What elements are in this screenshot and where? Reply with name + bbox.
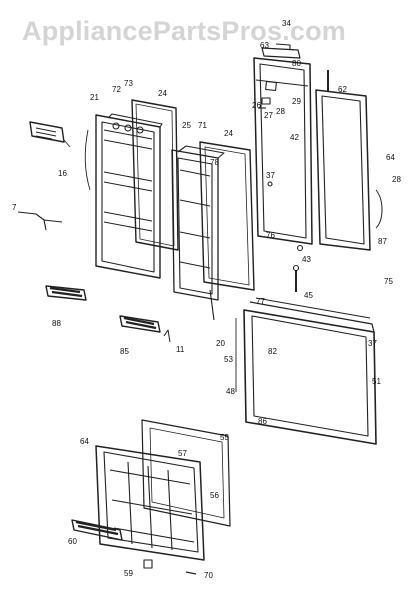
trim-strip-parts <box>45 285 171 343</box>
callout-51: 51 <box>372 377 381 386</box>
callout-45: 45 <box>304 291 313 300</box>
callout-53: 53 <box>224 355 233 364</box>
callout-76: 76 <box>266 231 275 240</box>
callout-82: 82 <box>268 347 277 356</box>
freezer-door-liner <box>84 113 163 279</box>
callout-59: 59 <box>124 569 133 578</box>
callout-37: 37 <box>266 171 275 180</box>
callout-60: 60 <box>68 537 77 546</box>
hinge-hardware-parts <box>258 97 304 292</box>
wire-clip-part <box>17 211 63 231</box>
door-shelf-frame <box>171 145 225 301</box>
callout-43: 43 <box>302 255 311 264</box>
callout-21: 21 <box>90 93 99 102</box>
callout-25: 25 <box>182 121 191 130</box>
callout-29: 29 <box>292 97 301 106</box>
callout-85: 85 <box>120 347 129 356</box>
callout-71: 71 <box>198 121 207 130</box>
door-handle-top <box>261 43 301 59</box>
callout-24b: 24 <box>224 129 233 138</box>
freezer-door-outer-panel <box>253 57 313 245</box>
callout-64b: 64 <box>80 437 89 446</box>
callout-56: 56 <box>210 491 219 500</box>
crisper-drawer-assembly <box>71 419 231 575</box>
callout-20: 20 <box>216 339 225 348</box>
refrigerator-door-outer <box>315 70 383 251</box>
callout-87: 87 <box>378 237 387 246</box>
callout-26: 26 <box>252 101 261 110</box>
callout-42: 42 <box>290 133 299 142</box>
callout-57: 57 <box>178 449 187 458</box>
callout-27: 27 <box>264 111 273 120</box>
callout-73: 73 <box>124 79 133 88</box>
callout-28: 28 <box>276 107 285 116</box>
callout-labels: 7 16 21 72 73 24 25 71 78 24 34 63 80 62… <box>12 19 401 580</box>
callout-72: 72 <box>112 85 121 94</box>
callout-37b: 37 <box>368 339 377 348</box>
fresh-food-door <box>235 297 377 445</box>
callout-34: 34 <box>282 19 291 28</box>
callout-63: 63 <box>260 41 269 50</box>
label-plate-part <box>29 121 71 148</box>
site-watermark: AppliancePartsPros.com <box>22 16 347 46</box>
callout-78: 78 <box>210 158 219 167</box>
callout-77: 77 <box>256 297 265 306</box>
callout-48: 48 <box>226 387 235 396</box>
callout-7: 7 <box>12 203 17 212</box>
callout-75: 75 <box>384 277 393 286</box>
callout-86: 86 <box>258 417 267 426</box>
callout-55: 55 <box>220 433 229 442</box>
callout-88: 88 <box>52 319 61 328</box>
callout-11: 11 <box>176 345 185 354</box>
callout-16: 16 <box>58 169 67 178</box>
callout-62: 62 <box>338 85 347 94</box>
callout-70: 70 <box>204 571 213 580</box>
callout-80: 80 <box>292 59 301 68</box>
callout-64: 64 <box>386 153 395 162</box>
callout-24: 24 <box>158 89 167 98</box>
refrigerator-door-gasket <box>199 141 255 321</box>
callout-28b: 28 <box>392 175 401 184</box>
